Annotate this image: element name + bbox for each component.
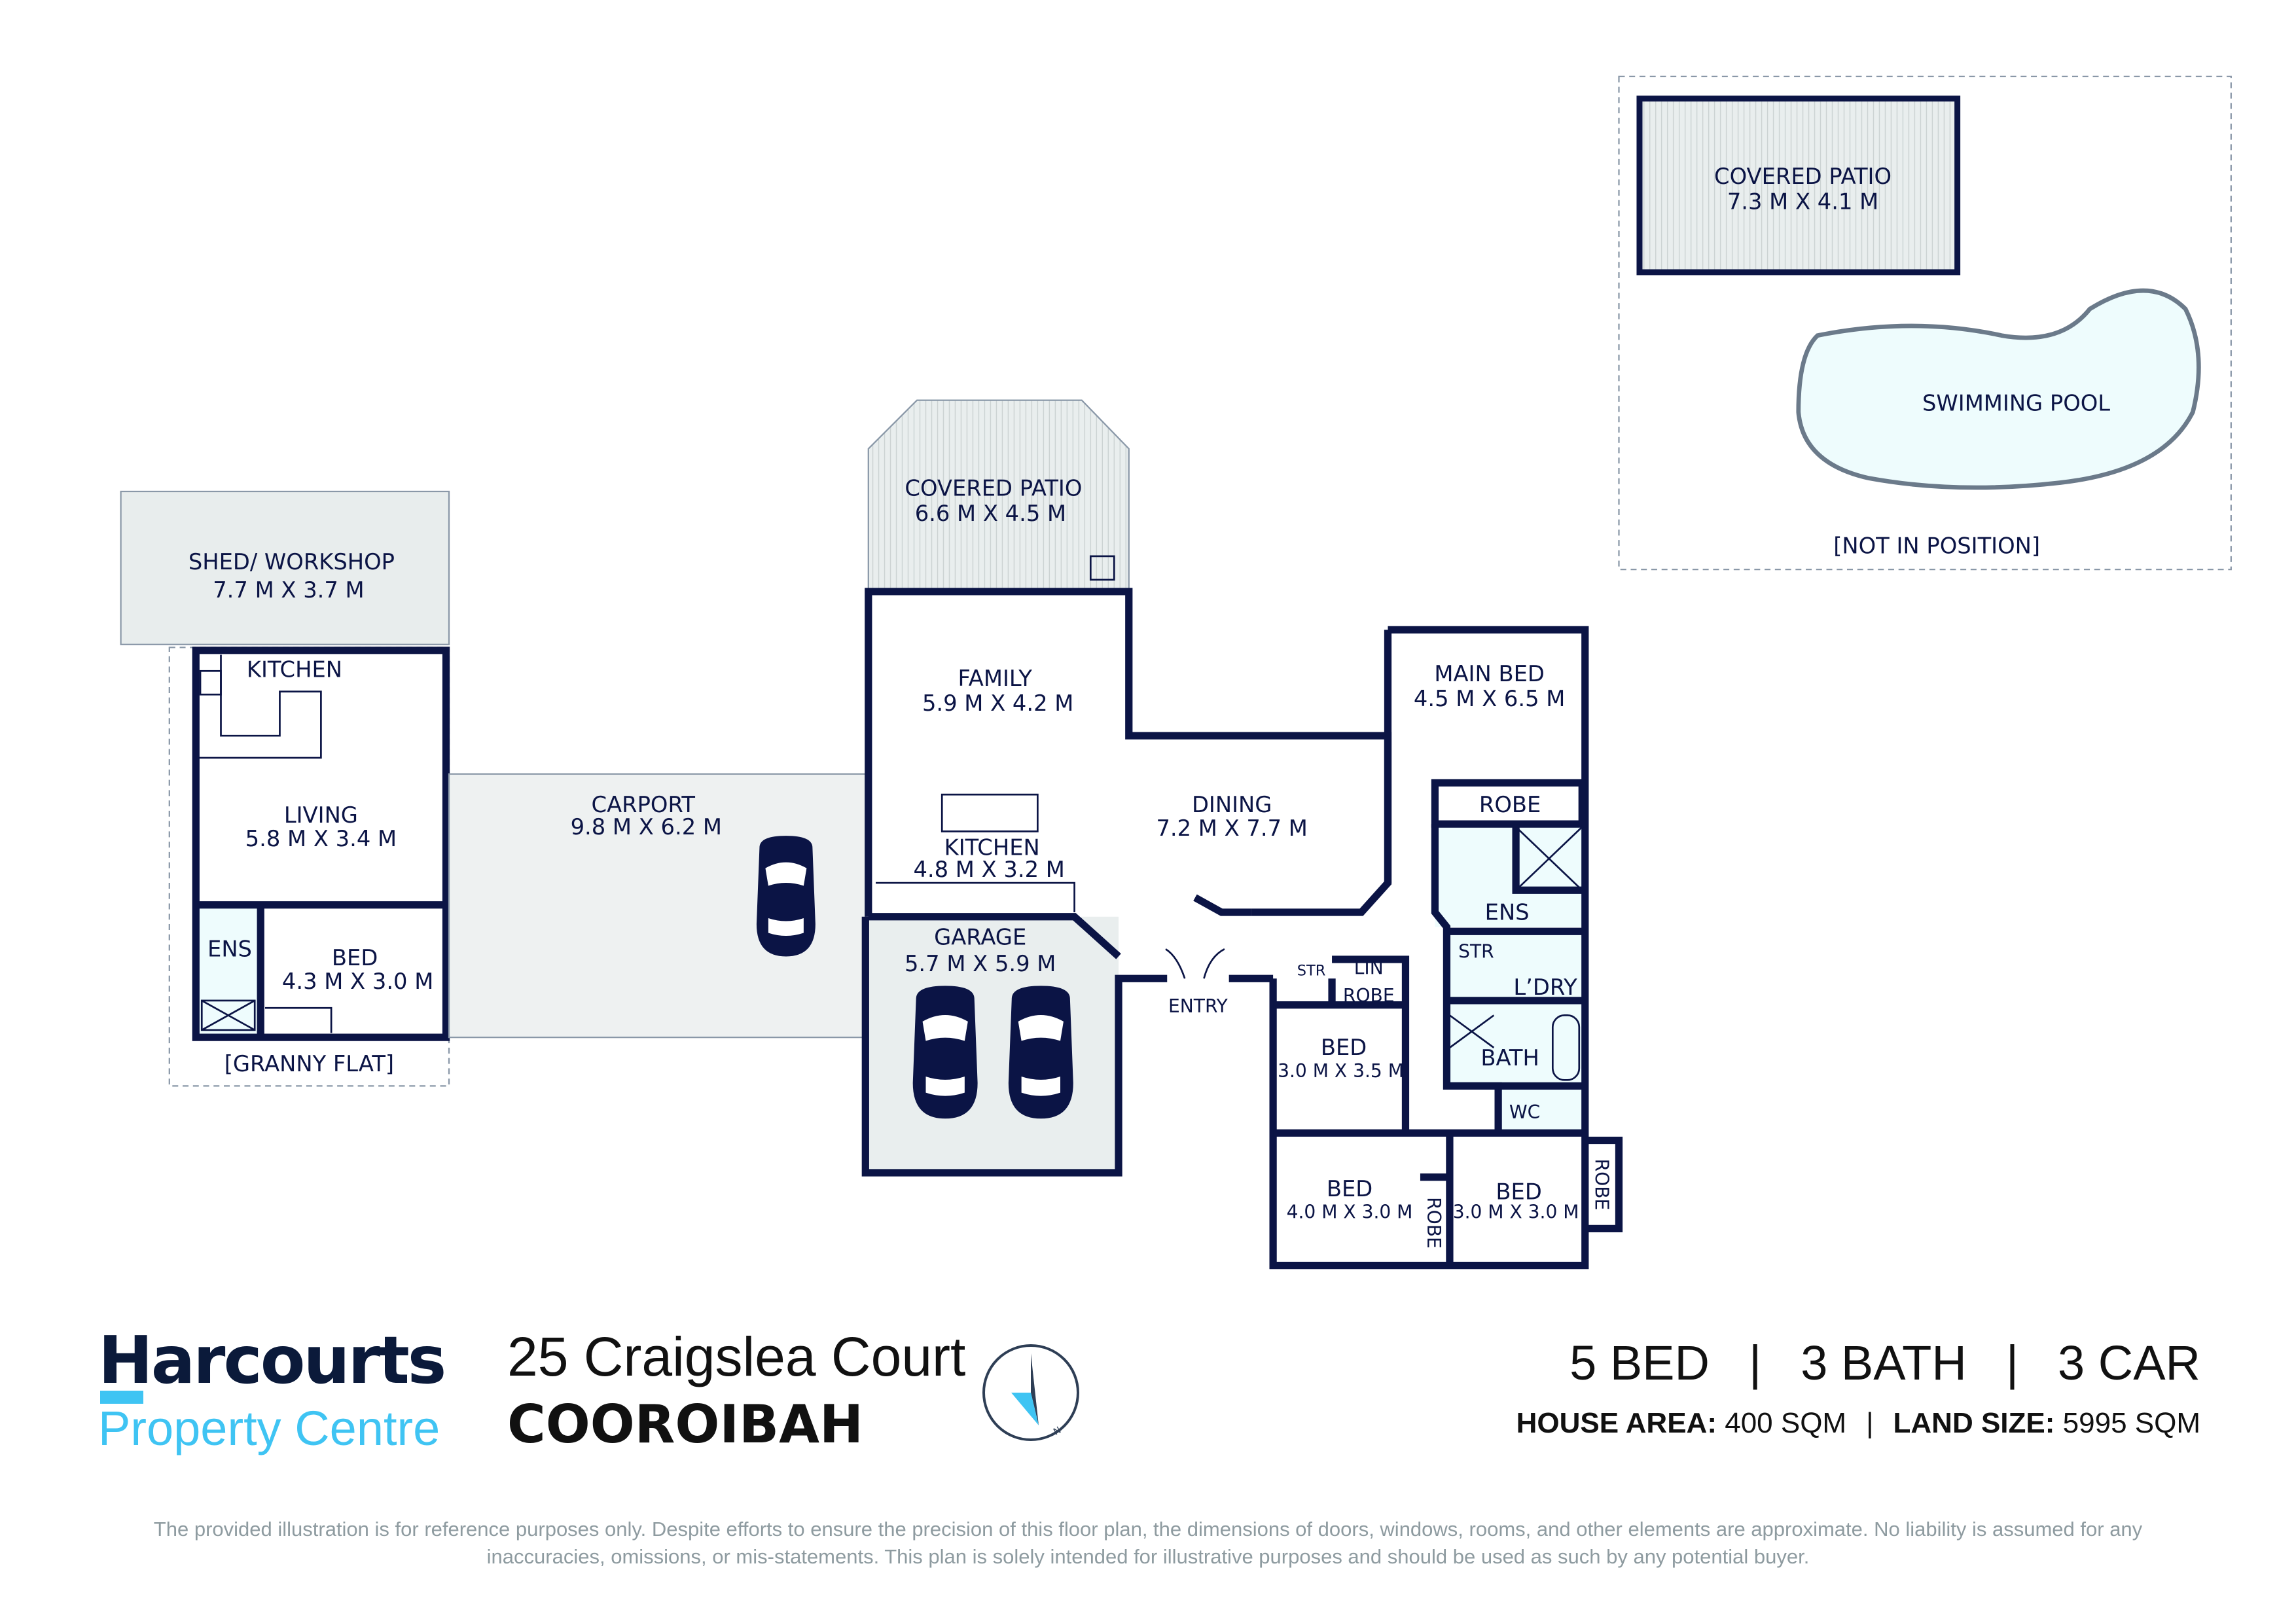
str-label: STR bbox=[1458, 941, 1494, 963]
north-label: N bbox=[1052, 1425, 1063, 1437]
bed-size: 3.0 M X 3.5 M bbox=[1278, 1060, 1404, 1082]
granny-living-label: LIVING bbox=[284, 802, 358, 828]
garage-label: GARAGE bbox=[934, 924, 1026, 950]
str-label: STR bbox=[1297, 963, 1326, 980]
granny-ens-label: ENS bbox=[207, 936, 252, 961]
property-stats: 5 BED | 3 BATH | 3 CAR bbox=[1570, 1335, 2200, 1391]
outdoor-patio-size: 7.3 M X 4.1 M bbox=[1727, 188, 1878, 214]
granny-bed-size: 4.3 M X 3.0 M bbox=[282, 969, 433, 994]
street-address: 25 Craigslea Court bbox=[507, 1326, 966, 1387]
granny-living-size: 5.8 M X 3.4 M bbox=[245, 826, 397, 851]
separator: | bbox=[2005, 1336, 2019, 1390]
outdoor-patio-label: COVERED PATIO bbox=[1714, 164, 1892, 189]
garage-size: 5.7 M X 5.9 M bbox=[905, 951, 1056, 976]
main-robe-label: ROBE bbox=[1479, 792, 1541, 817]
car-icon bbox=[912, 986, 978, 1119]
robe-label: ROBE bbox=[1343, 985, 1395, 1007]
compass-icon: N bbox=[982, 1344, 1079, 1441]
outdoor-area: COVERED PATIO 7.3 M X 4.1 M SWIMMING POO… bbox=[1618, 75, 2232, 571]
car-icon bbox=[756, 836, 816, 957]
carport: CARPORT 9.8 M X 6.2 M bbox=[448, 773, 867, 1039]
shed-label: SHED/ WORKSHOP bbox=[188, 549, 395, 575]
covered-patio-label: COVERED PATIO bbox=[905, 476, 1082, 501]
entry-label: ENTRY bbox=[1168, 995, 1229, 1017]
kitchen-size: 4.8 M X 3.2 M bbox=[913, 857, 1064, 882]
harcourts-logo: Harcourts bbox=[98, 1322, 446, 1399]
granny-flat: KITCHEN LIVING 5.8 M X 3.4 M ENS BED 4.3… bbox=[168, 647, 450, 1087]
shed-workshop: SHED/ WORKSHOP 7.7 M X 3.7 M bbox=[120, 490, 450, 645]
bed-size: 3.0 M X 3.0 M bbox=[1453, 1202, 1579, 1223]
land-size-label: LAND SIZE: bbox=[1893, 1407, 2055, 1439]
car-count: 3 CAR bbox=[2058, 1336, 2200, 1390]
covered-patio-size: 6.6 M X 4.5 M bbox=[915, 501, 1066, 526]
not-in-position-label: [NOT IN POSITION] bbox=[1833, 533, 2040, 558]
separator: | bbox=[1866, 1407, 1874, 1439]
kitchen-label: KITCHEN bbox=[944, 834, 1040, 860]
dining-label: DINING bbox=[1192, 792, 1272, 817]
car-icon bbox=[1008, 986, 1073, 1119]
bed-label: BED bbox=[1321, 1035, 1367, 1060]
covered-patio: COVERED PATIO 6.6 M X 4.5 M bbox=[867, 399, 1130, 592]
bed-count: 5 BED bbox=[1570, 1336, 1710, 1390]
pool-label: SWIMMING POOL bbox=[1922, 390, 2110, 416]
carport-label: CARPORT bbox=[592, 792, 696, 817]
linen-label: LIN bbox=[1354, 957, 1384, 978]
land-size-value: 5995 SQM bbox=[2062, 1407, 2200, 1439]
main-living-area: FAMILY 5.9 M X 4.2 M KITCHEN 4.8 M X 3.2… bbox=[861, 588, 1392, 1177]
suburb: COOROIBAH bbox=[507, 1394, 863, 1455]
bedroom-wing: MAIN BED 4.5 M X 6.5 M ROBE ENS STR L’DR… bbox=[1269, 626, 1623, 1270]
granny-flat-label: [GRANNY FLAT] bbox=[224, 1051, 394, 1077]
robe-label: ROBE bbox=[1423, 1197, 1444, 1249]
logo-subtitle: Property Centre bbox=[98, 1401, 440, 1455]
family-size: 5.9 M X 4.2 M bbox=[922, 690, 1073, 716]
dining-size: 7.2 M X 7.7 M bbox=[1156, 815, 1307, 841]
separator: | bbox=[1748, 1336, 1762, 1390]
main-bed-size: 4.5 M X 6.5 M bbox=[1414, 686, 1565, 711]
wc-label: WC bbox=[1509, 1101, 1540, 1123]
bed-label: BED bbox=[1327, 1176, 1372, 1202]
logo-accent-bar bbox=[100, 1391, 143, 1404]
family-label: FAMILY bbox=[958, 666, 1033, 691]
bed-size: 4.0 M X 3.0 M bbox=[1287, 1202, 1413, 1223]
house-area-value: 400 SQM bbox=[1725, 1407, 1847, 1439]
main-bed-label: MAIN BED bbox=[1434, 661, 1544, 687]
robe-label: ROBE bbox=[1591, 1159, 1613, 1211]
disclaimer: The provided illustration is for referen… bbox=[153, 1518, 2143, 1568]
bath-count: 3 BATH bbox=[1801, 1336, 1967, 1390]
bed-label: BED bbox=[1496, 1179, 1541, 1204]
carport-size: 9.8 M X 6.2 M bbox=[571, 814, 722, 840]
ens-label: ENS bbox=[1485, 899, 1530, 925]
bath-label: BATH bbox=[1480, 1045, 1539, 1071]
property-areas: HOUSE AREA: 400 SQM | LAND SIZE: 5995 SQ… bbox=[1516, 1407, 2200, 1440]
shed-size: 7.7 M X 3.7 M bbox=[213, 577, 364, 603]
house-area-label: HOUSE AREA: bbox=[1516, 1407, 1717, 1439]
granny-kitchen-label: KITCHEN bbox=[247, 656, 342, 682]
laundry-label: L’DRY bbox=[1513, 974, 1577, 1000]
granny-bed-label: BED bbox=[332, 945, 378, 971]
